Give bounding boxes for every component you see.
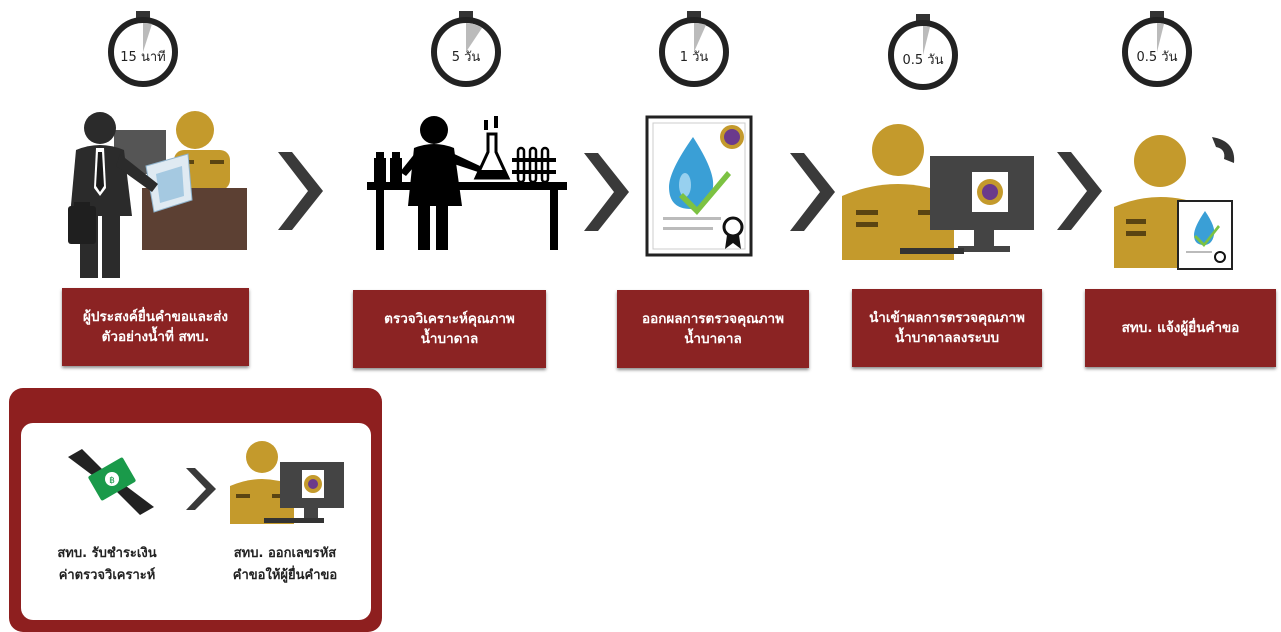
timer-label: 0.5 วัน [1136,49,1178,65]
timer-label: 0.5 วัน [902,52,944,68]
step-box-submit: ผู้ประสงค์ยื่นคำขอและส่งตัวอย่างน้ำที่ ส… [62,288,249,366]
stopwatch-icon: 1 วัน [655,9,733,87]
step-label-line1: ตรวจวิเคราะห์คุณภาพ [384,311,515,327]
timer-label: 1 วัน [679,49,709,65]
issue-code-label-line2: คำขอให้ผู้ยื่นคำขอ [232,568,338,583]
officer-phone-icon [1112,133,1237,273]
svg-text:฿: ฿ [109,476,115,486]
timer-label: 5 วัน [451,49,481,65]
chevron-right-icon [790,153,835,235]
officer-computer-icon [228,440,346,526]
stopwatch-icon: 5 วัน [427,9,505,87]
chevron-right-icon [1057,152,1102,234]
step-label-line1: สทบ. แจ้งผู้ยื่นคำขอ [1121,320,1240,336]
step-box-notify: สทบ. แจ้งผู้ยื่นคำขอ [1085,289,1276,367]
step-label-line2: น้ำบาดาล [684,331,742,347]
stopwatch-icon: 15 นาที [104,9,182,87]
chevron-right-icon [278,152,323,234]
issue-code-label: สทบ. ออกเลขรหัส คำขอให้ผู้ยื่นคำขอ [215,543,355,587]
step-box-result: ออกผลการตรวจคุณภาพน้ำบาดาล [617,290,809,368]
chevron-right-icon [186,468,216,514]
money-handover-icon: ฿ [66,447,156,519]
lab-analysis-icon [362,110,572,255]
payment-label-line1: สทบ. รับชำระเงิน [57,546,157,561]
step-label-line2: น้ำบาดาล [420,331,479,347]
applicant-at-counter-icon [62,108,247,283]
step-label-line1: นำเข้าผลการตรวจคุณภาพ [869,310,1025,326]
step-box-import: นำเข้าผลการตรวจคุณภาพน้ำบาดาลลงระบบ [852,289,1042,367]
step-box-analyze: ตรวจวิเคราะห์คุณภาพน้ำบาดาล [353,290,546,368]
chevron-right-icon [584,153,629,235]
stopwatch-icon: 0.5 วัน [1118,9,1196,87]
stopwatch-icon: 0.5 วัน [884,12,962,90]
step-label-line1: ออกผลการตรวจคุณภาพ [641,311,785,327]
step-label-line2: ตัวอย่างน้ำที่ สทบ. [101,329,210,345]
officer-computer-icon [838,122,1038,262]
certificate-icon [645,115,753,257]
step-label-line1: ผู้ประสงค์ยื่นคำขอและส่ง [83,309,228,325]
issue-code-label-line1: สทบ. ออกเลขรหัส [233,546,337,561]
step-label-line2: น้ำบาดาลลงระบบ [894,330,1000,346]
timer-label: 15 นาที [120,49,166,65]
payment-label: สทบ. รับชำระเงิน ค่าตรวจวิเคราะห์ [43,543,171,587]
payment-label-line2: ค่าตรวจวิเคราะห์ [58,568,156,583]
